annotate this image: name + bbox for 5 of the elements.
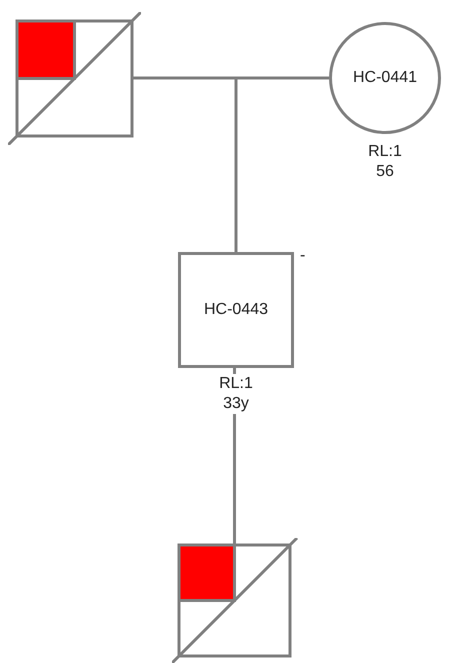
deceased-affected-male-symbol	[8, 12, 141, 144]
individual-id: HC-0441	[352, 69, 418, 87]
individual-id: HC-0443	[204, 301, 268, 319]
male-symbol	[178, 252, 294, 368]
relationship-line	[234, 76, 329, 252]
